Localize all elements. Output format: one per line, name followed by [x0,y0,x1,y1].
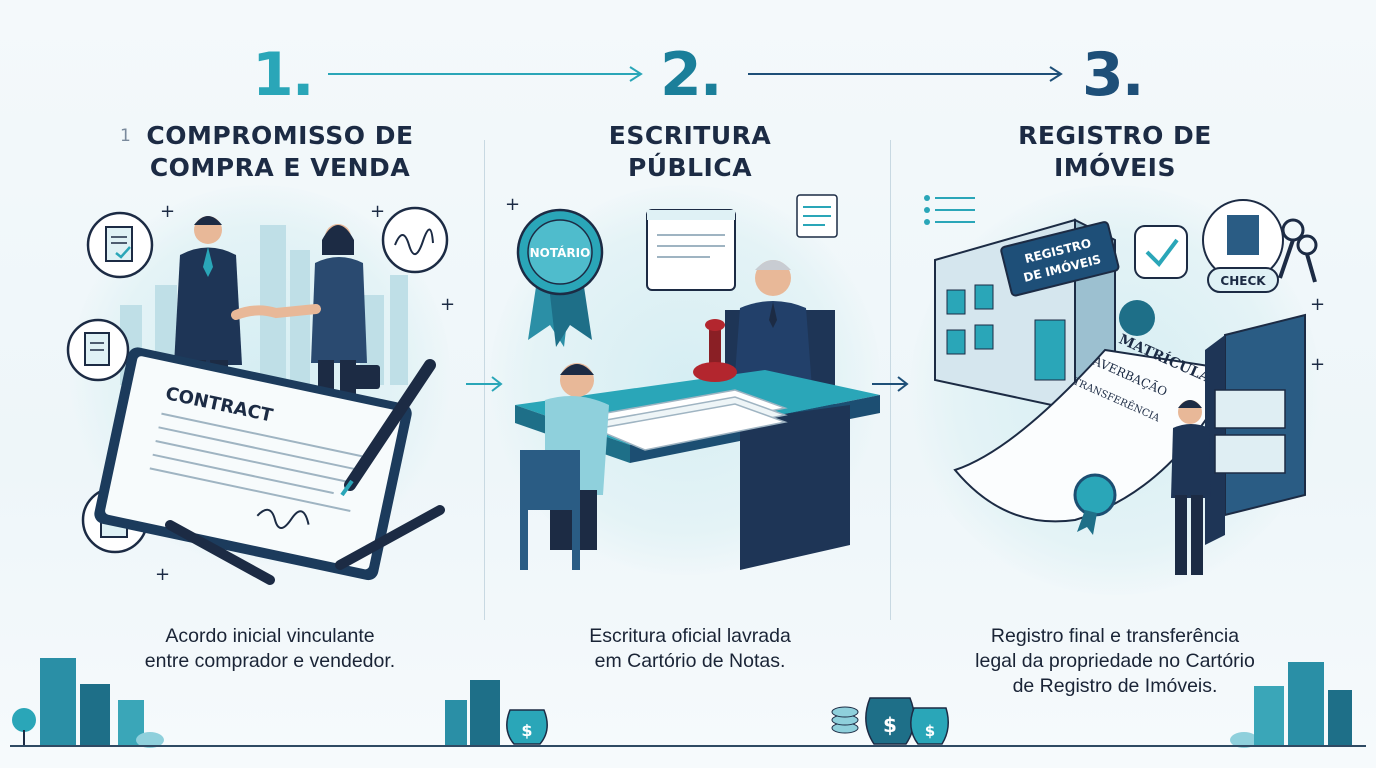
doc-bubble-icon-2 [66,318,130,382]
dollar-1: $ [521,721,532,740]
step3-number: 3. [1082,40,1145,110]
document-window-icon [646,209,736,291]
money-bag-icon-2: $ [865,697,915,745]
notario-badge-icon: NOTÁRIO [516,208,604,347]
check-label: CHECK [1220,274,1266,288]
svg-text:+: + [370,201,385,222]
step2-title-line2: PÚBLICA [627,153,753,182]
arrow-1-to-2 [328,66,643,82]
step3-desc-line1: Registro final e transferência [990,625,1240,647]
check-bubble-icon [1134,225,1188,279]
step2-number: 2. [660,40,723,110]
step1-title: COMPROMISSO DE COMPRA E VENDA [130,120,430,184]
svg-text:+: + [160,201,175,222]
contract-tablet: CONTRACT [94,347,412,581]
step2-title: ESCRITURA PÚBLICA [540,120,840,184]
step3-desc-line3: de Registro de Imóveis. [1012,675,1218,697]
mid-arrow-2 [872,376,909,392]
list-icon [924,195,975,225]
step2-desc-line2: em Cartório de Notas. [594,650,786,672]
step2-desc-line1: Escritura oficial lavrada [589,625,791,647]
signature-bubble-icon [381,206,449,274]
svg-text:+: + [440,294,455,315]
mid-arrow-1 [466,376,503,392]
step3-title: REGISTRO DE IMÓVEIS [965,120,1265,184]
pen-icon-1 [340,359,436,497]
pen-icon-2 [165,520,275,585]
arrow-2-to-3 [748,66,1063,82]
money-bag-icon-3: $ [910,707,949,745]
svg-text:+: + [155,564,170,585]
bottom-mid-buildings: $ [445,680,548,746]
chair [520,450,580,570]
divider-2 [890,140,891,620]
step1-prefix: 1 [120,126,131,146]
list-window-icon [796,194,838,238]
dollar-2: $ [883,713,897,737]
money-bag-icon-1: $ [506,709,548,745]
bottom-money-bags: $ $ [831,697,949,745]
stamp-icon [693,319,737,382]
step2-description: Escritura oficial lavrada em Cartório de… [530,624,850,674]
ground-line [10,745,1366,747]
svg-text:+: + [505,194,520,215]
notario-text: NOTÁRIO [530,245,591,260]
step2-illustration: NOTÁRIO [505,194,880,570]
step1-title-line1: COMPROMISSO DE [146,121,414,150]
step2-title-line1: ESCRITURA [608,121,772,150]
registry-building-icon: REGISTRO DE IMÓVEIS [934,218,1120,412]
coin-stack-icon [831,706,859,734]
bottom-left-buildings [12,658,164,748]
pen-icon-3 [335,505,445,570]
step1-title-line2: COMPRA E VENDA [149,153,411,182]
step1-desc-line2: entre comprador e vendedor. [144,650,396,672]
file-cabinet [1205,313,1306,545]
doc-bubble-icon-1 [86,211,154,279]
step3-title-line2: IMÓVEIS [1054,153,1176,182]
clerk-figure [1171,400,1211,575]
step1-illustration: CONTRACT + + + + [66,201,455,585]
key-icon [1278,218,1318,283]
bottom-right-buildings [1230,662,1352,748]
dollar-3: $ [925,722,935,740]
svg-text:+: + [1310,354,1325,375]
step3-desc-line2: legal da propriedade no Cartório [975,650,1255,672]
seller-figure [311,224,380,400]
step3-title-line1: REGISTRO DE [1018,121,1212,150]
divider-1 [484,140,485,620]
step1-desc-line1: Acordo inicial vinculante [165,625,375,647]
step3-description: Registro final e transferência legal da … [935,624,1295,699]
svg-text:+: + [1310,294,1325,315]
step1-description: Acordo inicial vinculante entre comprado… [110,624,430,674]
house-check-card-icon: CHECK [1202,199,1284,293]
paper-stack [592,389,788,451]
step3-illustration: REGISTRO DE IMÓVEIS MATRÍCULA AVERBAÇÃO … [924,195,1325,575]
step1-number: 1. [252,40,315,110]
